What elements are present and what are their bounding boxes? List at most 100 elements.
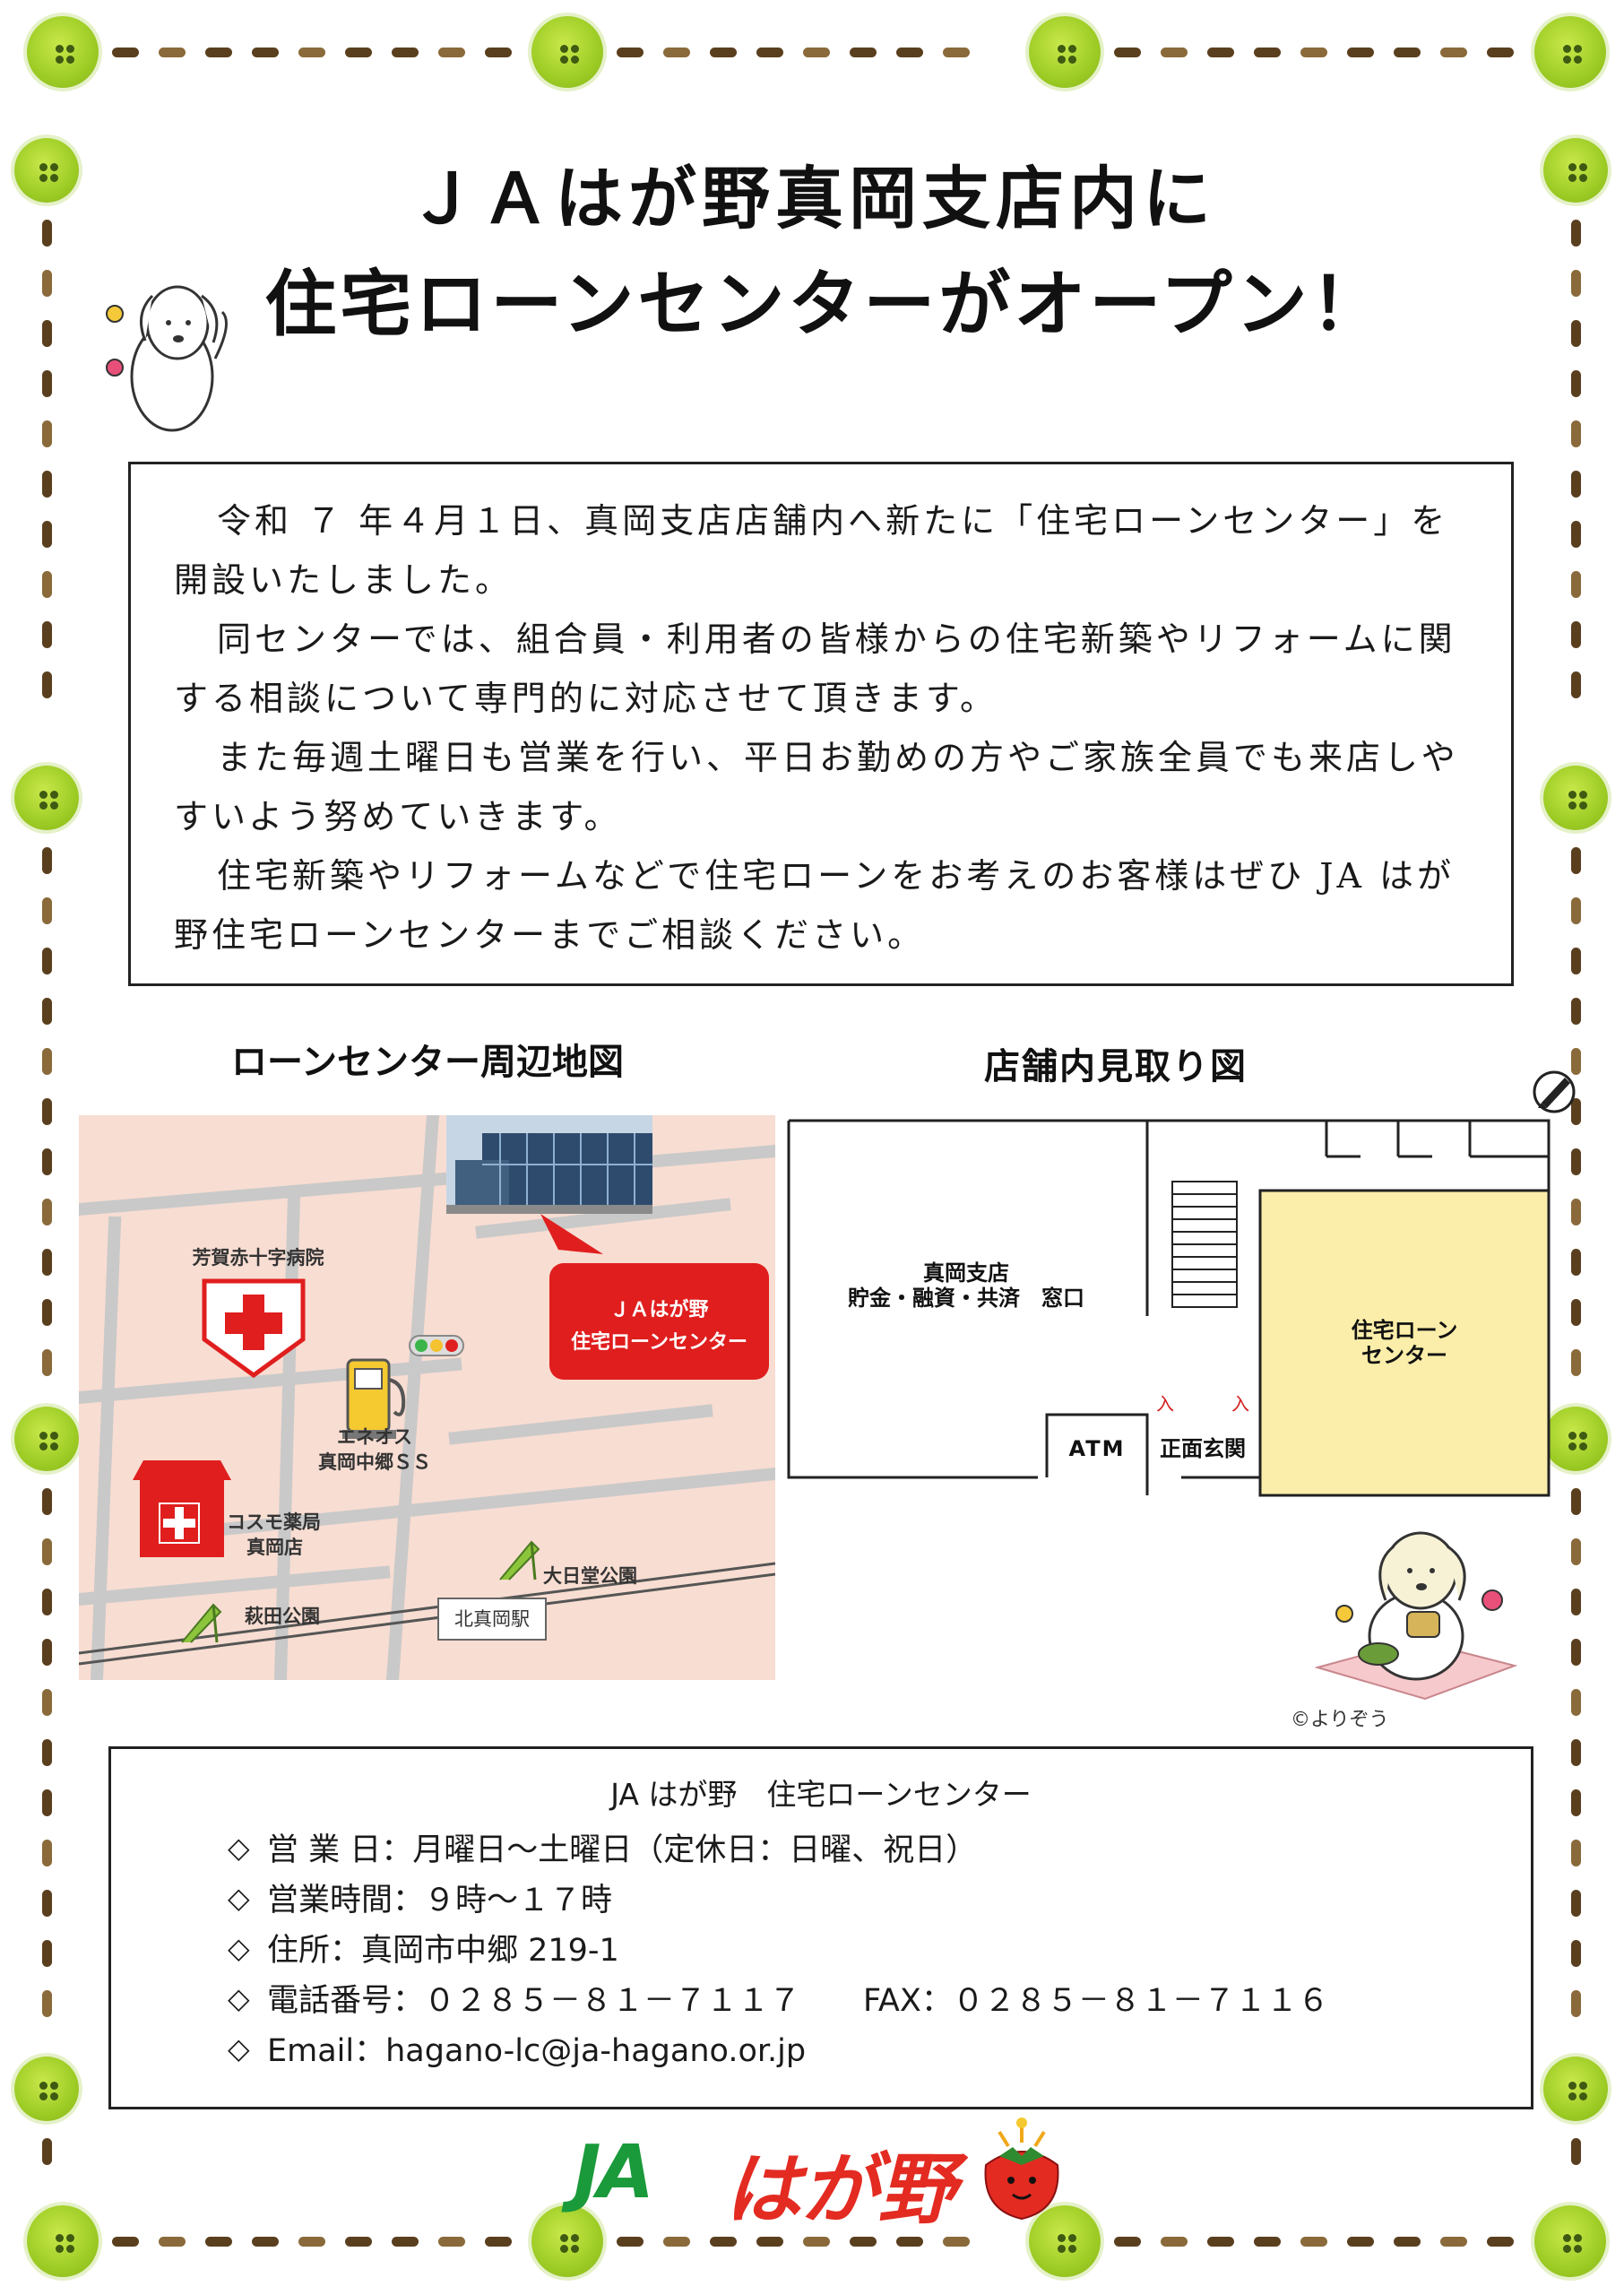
border-dash (1571, 521, 1581, 548)
border-button-bottom-3 (1534, 2205, 1606, 2277)
border-dash (1571, 1249, 1581, 1276)
entrance-label: 正面玄関 (1160, 1436, 1246, 1461)
border-button-bottom-1 (531, 2205, 603, 2277)
border-button-left-2 (14, 1407, 79, 1471)
door-mark-left: 入 (1156, 1393, 1174, 1415)
border-dash (850, 48, 877, 57)
border-dash (1571, 1349, 1581, 1376)
border-dash (1571, 1789, 1581, 1816)
hagano-logo-text: はが野 (724, 2145, 955, 2235)
border-button-left-1 (14, 766, 79, 830)
border-dash (1487, 48, 1514, 57)
border-dash (1440, 2237, 1467, 2247)
border-dash (1440, 48, 1467, 57)
border-dash (1571, 2138, 1581, 2165)
border-dash (485, 48, 512, 57)
border-dash (42, 1299, 52, 1326)
loan-center-callout-bubble (540, 1214, 769, 1380)
border-dash (1571, 370, 1581, 397)
border-dash (1300, 48, 1327, 57)
border-dash (1571, 1689, 1581, 1716)
info-heading: JA はが野 住宅ローンセンター (610, 1777, 1032, 1812)
border-dash (345, 48, 372, 57)
border-dash (205, 48, 232, 57)
info-row-business-days: ◇ 営 業 日：月曜日～土曜日（定休日：日曜、祝日） (228, 1830, 978, 1869)
pharmacy-label: コスモ薬局 真岡店 (227, 1511, 321, 1558)
border-dash (1571, 998, 1581, 1025)
border-dash (252, 2237, 279, 2247)
border-dash (42, 1249, 52, 1276)
info-row-email: ◇ Email：hagano-lc@ja-hagano.or.jp (228, 2031, 807, 2070)
border-dash (42, 370, 52, 397)
border-dash (1347, 2237, 1374, 2247)
border-dash (1161, 2237, 1188, 2247)
border-dash (1571, 1148, 1581, 1175)
bullet-diamond: ◇ (228, 1930, 250, 1965)
intro-paragraph-3: また毎週土曜日も営業を行い、平日お勤めの方やご家族全員でも来店しやすいよう努めて… (174, 738, 1459, 836)
border-dash (663, 48, 690, 57)
intro-paragraph-4: 住宅新築やリフォームなどで住宅ローンをお考えのお客様はぜひ JA はが野住宅ロー… (174, 856, 1456, 955)
border-dash (42, 671, 52, 698)
info-row-address: ◇ 住所：真岡市中郷 219-1 (228, 1930, 619, 1970)
traffic-light-icon (409, 1335, 464, 1356)
border-dash (1571, 1940, 1581, 1967)
border-dash (1254, 2237, 1281, 2247)
border-button-right-0 (1543, 138, 1608, 203)
floor-plan-section-title: 店舗内見取り図 (984, 1046, 1248, 1087)
border-button-top-1 (531, 16, 603, 88)
border-dash (710, 48, 737, 57)
park2-label: 萩田公園 (245, 1606, 320, 1627)
border-dash (112, 48, 139, 57)
border-dash (42, 1890, 52, 1917)
border-dash (617, 48, 644, 57)
hospital-cross-icon (202, 1278, 306, 1379)
park1-label: 大日堂公園 (543, 1565, 637, 1587)
bullet-diamond: ◇ (228, 2031, 250, 2066)
border-button-left-0 (14, 138, 79, 203)
border-dash (1571, 621, 1581, 648)
info-box: JA はが野 住宅ローンセンター ◇ 営 業 日：月曜日～土曜日（定休日：日曜、… (108, 1746, 1533, 2109)
border-dash (42, 1199, 52, 1225)
border-button-bottom-0 (27, 2205, 99, 2277)
bullet-diamond: ◇ (228, 1980, 250, 2015)
pharmacy-icon (133, 1460, 231, 1557)
station-sign: 北真岡駅 (437, 1598, 547, 1641)
border-dash (1394, 2237, 1421, 2247)
border-dash (1571, 420, 1581, 447)
border-dash (42, 471, 52, 498)
border-dash (1254, 48, 1281, 57)
info-row-phone-fax: ◇ 電話番号：０２８５－８１－７１１７ FAX：０２８５－８１－７１１６ (228, 1980, 1329, 2020)
border-dash (1207, 2237, 1234, 2247)
loan-center-room-label: 住宅ローン センター (1351, 1318, 1458, 1368)
border-dash (1161, 48, 1188, 57)
border-dash (617, 2237, 644, 2247)
border-dash (42, 1739, 52, 1766)
border-dash (1571, 1890, 1581, 1917)
border-dash (1300, 2237, 1327, 2247)
border-dash (1571, 671, 1581, 698)
border-button-right-1 (1543, 766, 1608, 830)
bullet-diamond: ◇ (228, 1880, 250, 1915)
border-dash (42, 220, 52, 247)
info-row-business-hours: ◇ 営業時間：９時～１７時 (228, 1880, 613, 1919)
border-dash (42, 1689, 52, 1716)
border-dash (1571, 1199, 1581, 1225)
border-dash (42, 847, 52, 874)
border-button-bottom-2 (1029, 2205, 1101, 2277)
border-dash (42, 1148, 52, 1175)
border-dash (1571, 1538, 1581, 1565)
border-dash (1571, 1488, 1581, 1515)
border-button-right-2 (1543, 1407, 1608, 1471)
border-dash (42, 1990, 52, 2017)
strawberry-mascot-icon (984, 2117, 1059, 2221)
border-dash (42, 270, 52, 297)
hospital-label: 芳賀赤十字病院 (192, 1247, 324, 1269)
border-button-top-2 (1029, 16, 1101, 88)
bullet-diamond: ◇ (228, 1830, 250, 1865)
border-dash (42, 1538, 52, 1565)
border-dash (1571, 1840, 1581, 1866)
floor-plan: 真岡支店 貯金・融資・共済 窓口 住宅ローン センター ATM 正面玄関 入 入 (787, 1119, 1561, 1513)
callout-label: ＪＡはが野 住宅ローンセンター (571, 1299, 747, 1354)
border-dash (42, 1589, 52, 1615)
